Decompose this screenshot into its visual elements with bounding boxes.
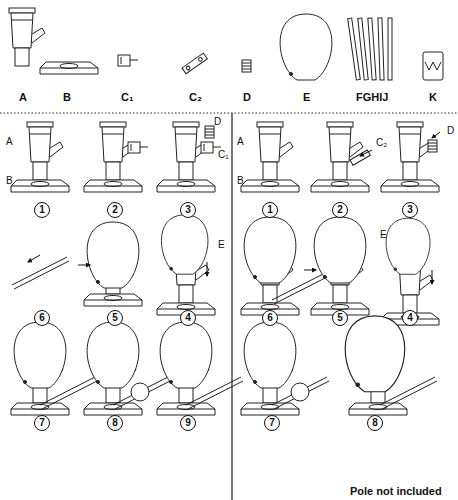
step-number-text: 4 [185, 313, 191, 323]
part-label: FGHIJ [356, 92, 388, 103]
note-text: Pole not included [350, 486, 442, 497]
part-label: D [214, 117, 221, 127]
step-number-text: 4 [407, 313, 413, 323]
step-number: 6 [34, 310, 50, 326]
step-number: 7 [264, 415, 280, 431]
step-number: 4 [402, 310, 418, 326]
step-number: 4 [180, 310, 196, 326]
step-number: 3 [402, 202, 418, 218]
step-number: 6 [262, 310, 278, 326]
step-number-text: 2 [337, 205, 343, 215]
part-label: C₁ [218, 150, 229, 160]
step-number: 7 [34, 415, 50, 431]
part-label: A [6, 137, 13, 147]
part-label: K [429, 92, 437, 103]
step-number: 2 [332, 202, 348, 218]
step-number-text: 3 [407, 205, 413, 215]
step-number: 1 [34, 202, 50, 218]
part-label: E [218, 240, 225, 250]
step-number: 2 [107, 202, 123, 218]
step-number: 1 [262, 202, 278, 218]
step-number-text: 2 [112, 205, 118, 215]
part-label: E [303, 92, 310, 103]
part-label: E [380, 230, 387, 240]
part-label: B [6, 176, 13, 186]
step-number-text: 1 [39, 205, 45, 215]
part-label: B [63, 92, 71, 103]
step-number-text: 3 [185, 205, 191, 215]
part-label: A [237, 137, 244, 147]
step-number-text: 6 [39, 313, 45, 323]
part-label: C₂ [189, 92, 202, 103]
step-number: 5 [332, 310, 348, 326]
part-label: A [19, 92, 27, 103]
step-number-text: 5 [112, 313, 118, 323]
part-label: C₁ [121, 92, 134, 103]
part-label: C₂ [376, 138, 387, 148]
step-number-text: 8 [112, 418, 118, 428]
step-number: 9 [180, 415, 196, 431]
step-number-text: 8 [372, 418, 378, 428]
step-number-text: 1 [267, 205, 273, 215]
step-number-text: 7 [269, 418, 275, 428]
step-number: 8 [367, 415, 383, 431]
step-number-text: 7 [39, 418, 45, 428]
step-number: 5 [107, 310, 123, 326]
part-label: D [447, 126, 454, 136]
step-number: 8 [107, 415, 123, 431]
step-number: 3 [180, 202, 196, 218]
step-number-text: 5 [337, 313, 343, 323]
step-number-text: 6 [267, 313, 273, 323]
step-number-text: 9 [185, 418, 191, 428]
part-label: B [237, 176, 244, 186]
part-label: D [243, 92, 251, 103]
